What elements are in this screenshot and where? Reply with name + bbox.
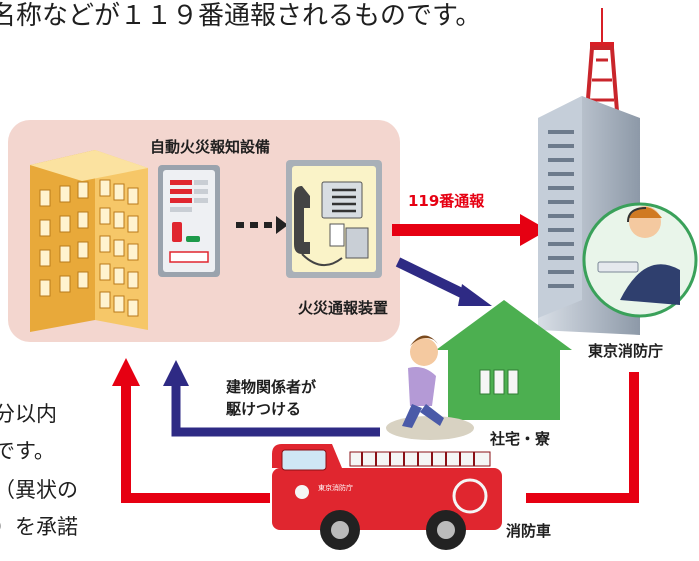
fire-report-device-label: 火災通報装置 [298,299,388,317]
fire-alarm-panel-icon [158,165,220,277]
apartment-building-icon [30,150,148,332]
company-housing-label: 社宅・寮 [489,430,551,448]
left-text-3: （異状の [0,478,78,502]
fire-truck-label: 消防車 [506,522,551,540]
fire-truck-icon: 東京消防庁 [272,444,502,550]
left-text-2: です。 [0,439,55,463]
report-119-arrow [392,214,548,246]
auto-fire-alarm-label: 自動火災報知設備 [150,138,270,156]
truck-door-text: 東京消防庁 [318,483,353,492]
building-staff-label-2: 駆けつける [226,400,301,418]
truck-to-building-arrow [112,358,270,503]
running-person-icon [386,335,474,440]
signal-dashes-icon [236,216,288,234]
top-text: 名称などが１１９番通報されるものです。 [0,1,481,31]
report-119-label: 119番通報 [408,192,485,210]
building-staff-label-1: 建物関係者が [226,378,317,396]
company-housing-icon [436,300,572,420]
blue-diagonal-arrow [395,257,492,306]
left-text-1: 分以内 [0,402,57,426]
tokyo-fire-dept-label: 東京消防庁 [588,342,663,360]
operator-icon [582,202,698,318]
staff-to-building-arrow [163,360,380,437]
fire-report-device-icon [286,160,382,278]
dispatch-route-arrow [526,372,639,503]
left-text-4: ）を承諾 [0,515,78,539]
